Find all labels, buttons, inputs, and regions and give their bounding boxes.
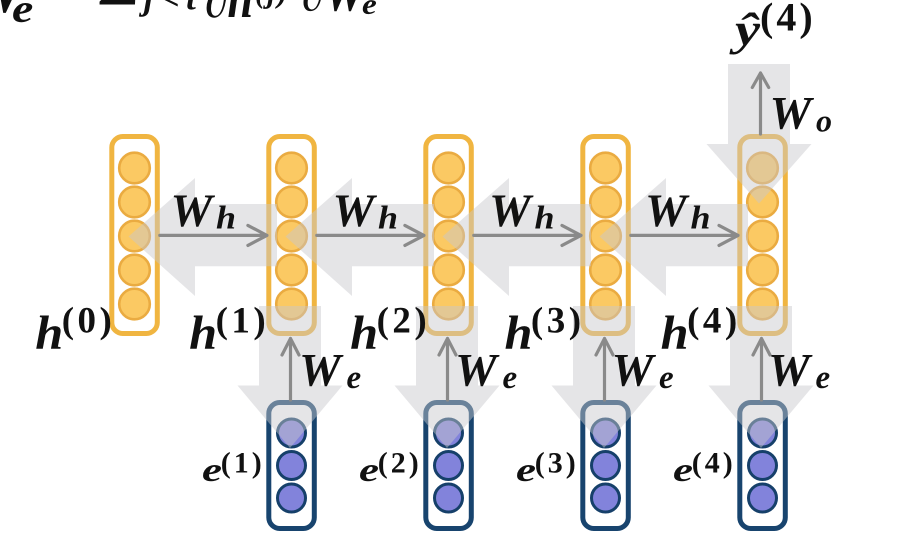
svg-text:(4): (4) <box>692 446 736 479</box>
svg-text:h: h <box>189 307 217 360</box>
svg-text:ŷ: ŷ <box>729 4 761 55</box>
svg-text:h: h <box>216 201 236 237</box>
svg-text:h: h <box>350 307 378 360</box>
svg-text:W: W <box>299 345 344 397</box>
svg-text:W: W <box>171 185 216 237</box>
svg-text:(3): (3) <box>535 446 579 479</box>
svg-text:W: W <box>333 185 378 237</box>
svg-text:W: W <box>768 345 813 397</box>
svg-text:(3): (3) <box>531 301 585 342</box>
svg-text:e: e <box>816 360 831 396</box>
svg-text:(0): (0) <box>62 301 116 342</box>
svg-text:(4): (4) <box>687 301 741 342</box>
svg-text:W: W <box>489 185 534 237</box>
svg-text:W: W <box>455 345 500 397</box>
svg-text:e: e <box>516 452 536 489</box>
svg-text:o: o <box>816 103 832 139</box>
svg-text:(2): (2) <box>377 301 431 342</box>
svg-text:W: W <box>612 345 657 397</box>
svg-text:(1): (1) <box>216 301 270 342</box>
svg-text:e: e <box>359 452 379 489</box>
svg-text:W: W <box>770 88 815 140</box>
svg-text:(2): (2) <box>378 446 422 479</box>
svg-text:(4): (4) <box>760 0 816 39</box>
svg-text:e: e <box>503 360 518 396</box>
svg-text:h: h <box>535 201 555 237</box>
svg-text:h: h <box>35 307 63 360</box>
svg-text:h: h <box>505 307 533 360</box>
svg-text:(1): (1) <box>221 446 265 479</box>
svg-text:e: e <box>202 452 222 489</box>
svg-text:h: h <box>378 201 398 237</box>
svg-text:e: e <box>347 360 362 396</box>
svg-text:W: W <box>645 185 690 237</box>
svg-text:h: h <box>691 201 711 237</box>
svg-text:e: e <box>659 360 674 396</box>
svg-text:h: h <box>661 307 689 360</box>
svg-text:e: e <box>673 452 693 489</box>
